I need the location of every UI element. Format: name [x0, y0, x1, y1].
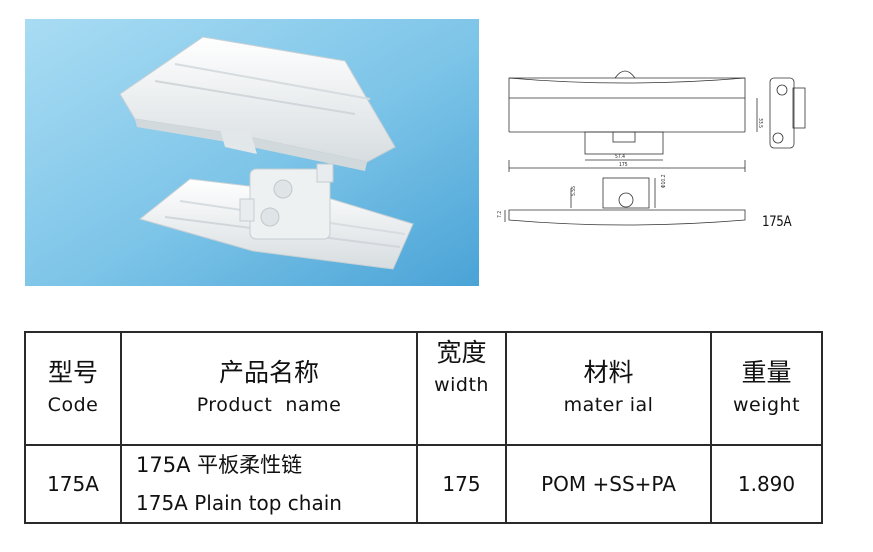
- header-width-en: width: [434, 374, 489, 396]
- drawing-model-label: 175A: [762, 214, 792, 230]
- header-material-cn: 材料: [583, 357, 634, 387]
- header-width: 宽度 width: [416, 331, 507, 446]
- header-weight-en: weight: [732, 393, 801, 416]
- header-code-en: Code: [47, 393, 99, 416]
- header-code: 型号 Code: [24, 331, 122, 446]
- header-product-name-cn: 产品名称: [218, 357, 319, 387]
- dim-plate: 7.2: [497, 211, 503, 218]
- table-row: 175A 175A 平板柔性链 175A Plain top chain 175…: [24, 444, 823, 524]
- cell-product-name-en: 175A Plain top chain: [136, 491, 342, 515]
- dim-d1: 5.55: [571, 186, 577, 196]
- dim-width: 175: [619, 162, 628, 168]
- dim-height: 33.5: [757, 118, 763, 128]
- chain-dimension-drawing: 57.4 175 33.5 7.2 5.55 Φ10.2: [497, 70, 806, 226]
- dim-d2: Φ10.2: [661, 174, 667, 188]
- header-code-cn: 型号: [47, 357, 98, 387]
- upper-chain-link: [119, 36, 396, 171]
- cell-width: 175: [416, 444, 507, 524]
- chain-photo-illustration: [25, 19, 479, 286]
- header-weight-cn: 重量: [741, 357, 792, 387]
- cell-product-name: 175A 平板柔性链 175A Plain top chain: [120, 444, 418, 524]
- table-header-row: 型号 Code 产品名称 Product name 宽度 width 材料 ma…: [24, 331, 823, 446]
- header-product-name-en: Product name: [196, 393, 342, 416]
- spec-table: 型号 Code 产品名称 Product name 宽度 width 材料 ma…: [24, 331, 823, 524]
- dim-pitch: 57.4: [615, 154, 625, 160]
- header-width-cn: 宽度: [436, 338, 487, 367]
- product-photo: [25, 19, 479, 286]
- lower-chain-link: [138, 163, 414, 270]
- cell-weight: 1.890: [710, 444, 823, 524]
- header-material-en: mater ial: [563, 393, 654, 416]
- cell-code: 175A: [24, 444, 122, 524]
- technical-drawing: 57.4 175 33.5 7.2 5.55 Φ10.2: [495, 60, 815, 245]
- cell-material: POM +SS+PA: [505, 444, 712, 524]
- header-material: 材料 mater ial: [505, 331, 712, 446]
- cell-product-name-cn: 175A 平板柔性链: [136, 453, 303, 477]
- header-weight: 重量 weight: [710, 331, 823, 446]
- header-product-name: 产品名称 Product name: [120, 331, 418, 446]
